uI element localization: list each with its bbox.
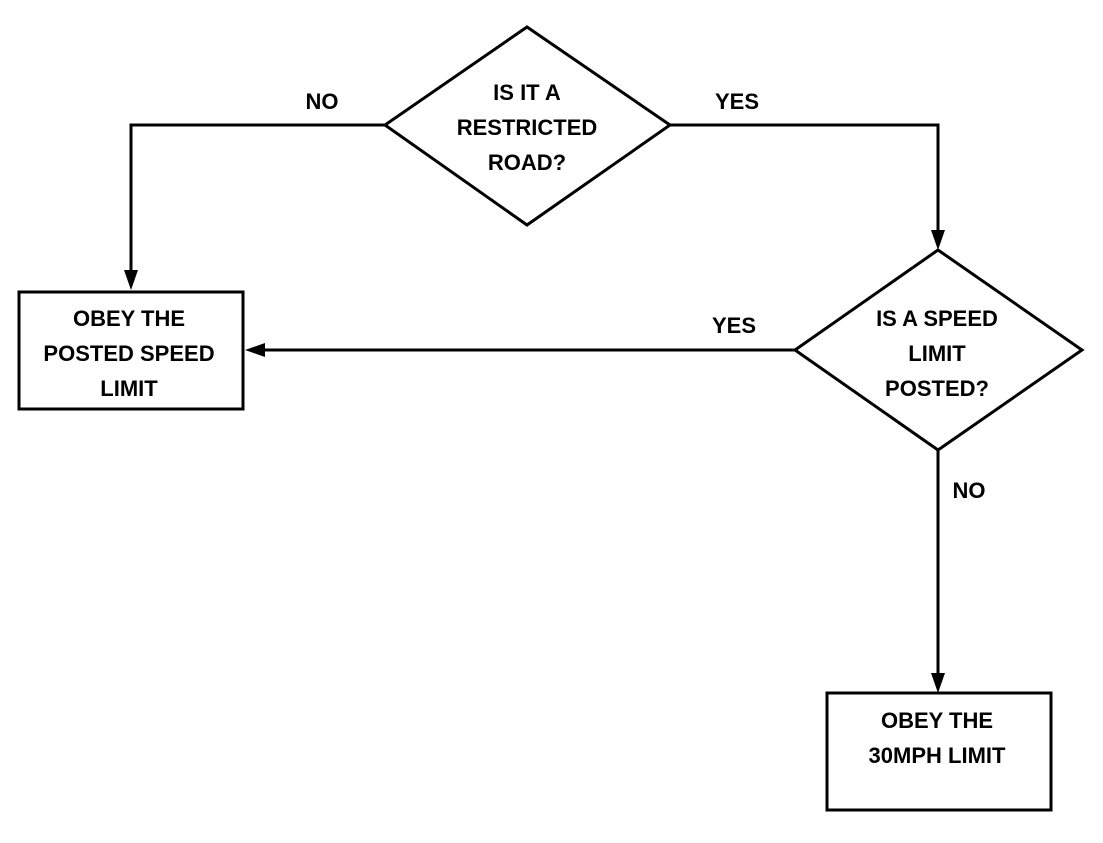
arrowhead-to-30mph-box [931, 673, 945, 693]
edge-label-posted-no: NO [953, 478, 986, 503]
box-30mph-line-2: 30MPH LIMIT [869, 743, 1006, 768]
decision-speed-limit-posted [792, 248, 1085, 452]
decision-posted-line-2: LIMIT [908, 341, 966, 366]
decision-posted-line-3: POSTED? [885, 376, 989, 401]
decision-restricted-line-2: RESTRICTED [457, 115, 598, 140]
edge-label-restricted-yes: YES [715, 89, 759, 114]
box-posted-limit-line-1: OBEY THE [73, 306, 185, 331]
box-obey-30mph-limit [825, 691, 1053, 812]
decision-restricted-road [382, 25, 673, 227]
arrowhead-to-posted-limit-box [124, 270, 138, 290]
decision-restricted-line-3: ROAD? [488, 150, 566, 175]
edge-label-restricted-no: NO [306, 89, 339, 114]
box-obey-posted-limit [17, 290, 245, 411]
decision-restricted-line-1: IS IT A [493, 80, 561, 105]
box-posted-limit-line-3: LIMIT [100, 376, 158, 401]
arrowhead-to-posted-decision [931, 230, 945, 250]
box-posted-limit-line-2: POSTED SPEED [43, 341, 214, 366]
decision-posted-line-1: IS A SPEED [876, 306, 998, 331]
arrowhead-to-posted-limit-box-from-decision [245, 343, 265, 357]
edge-label-posted-yes: YES [712, 313, 756, 338]
box-30mph-line-1: OBEY THE [881, 708, 993, 733]
edge-restricted-no-line [129, 123, 385, 280]
edge-restricted-yes-line [670, 123, 940, 238]
